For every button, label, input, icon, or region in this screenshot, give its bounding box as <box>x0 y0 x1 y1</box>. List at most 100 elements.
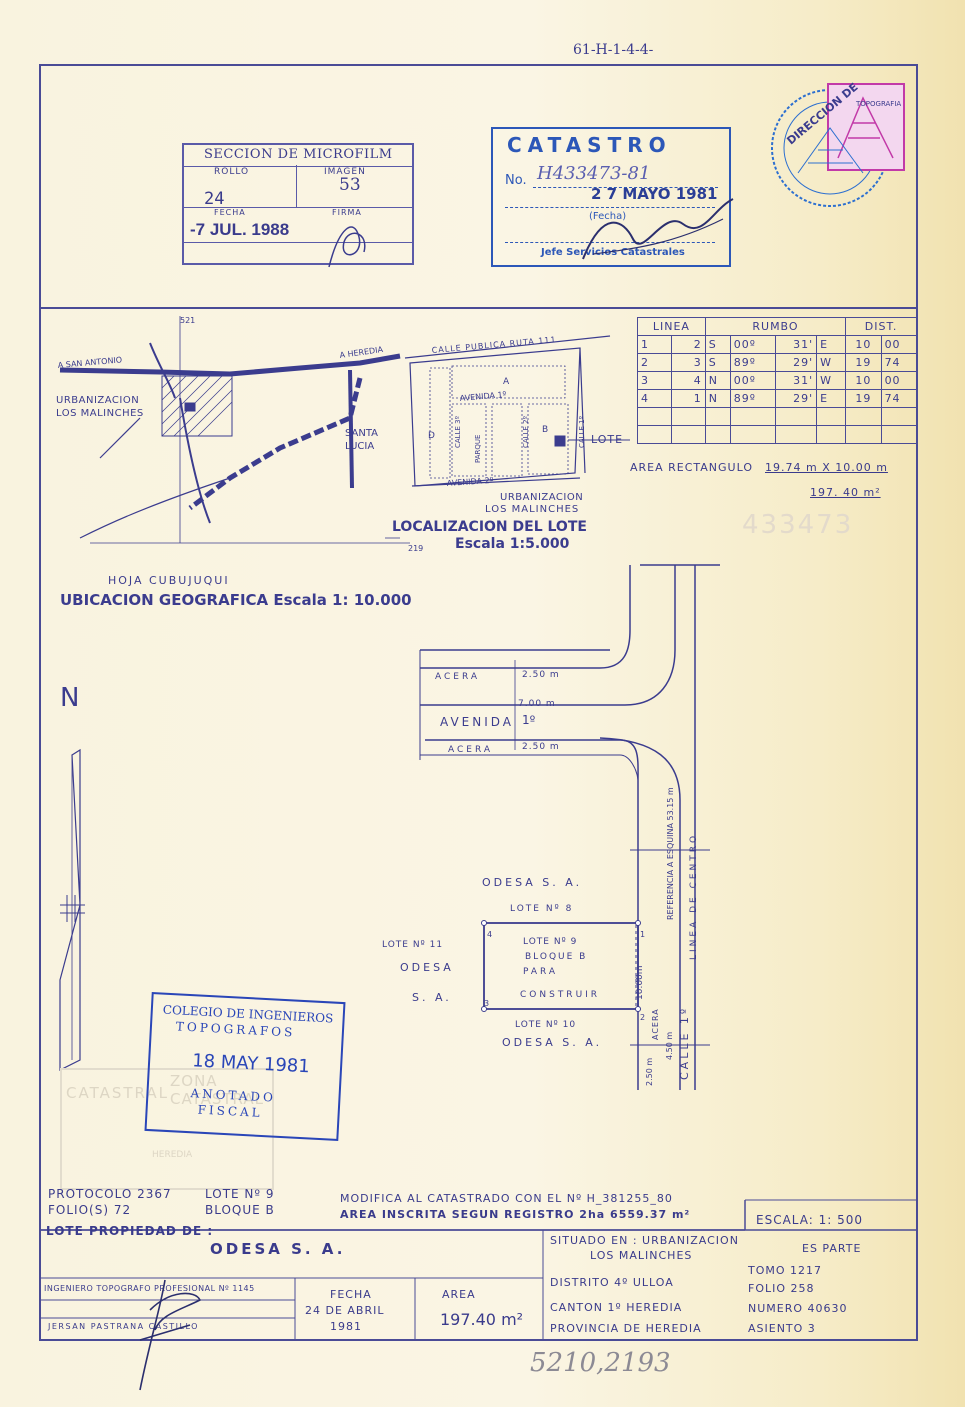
situado2: LOS MALINCHES <box>590 1249 693 1262</box>
odesa-top: ODESA S. A. <box>482 876 582 889</box>
rollo-value: 24 <box>204 189 225 209</box>
hoja-label: HOJA CUBUJUQUI <box>108 574 230 587</box>
cell: 00 <box>880 335 918 354</box>
sa-left: S. A. <box>412 991 452 1004</box>
fecha-footer-year: 1981 <box>330 1320 362 1333</box>
ubicacion-label: UBICACION GEOGRAFICA Escala 1: 10.000 <box>60 591 412 608</box>
owner: ODESA S. A. <box>210 1240 346 1258</box>
cell: 29' <box>774 389 818 408</box>
area-footer: 197.40 m² <box>440 1310 524 1329</box>
urb-bottom-2: LOS MALINCHES <box>485 504 579 515</box>
cell: 19 <box>845 389 882 408</box>
santa-lucia-1: SANTA <box>345 428 378 439</box>
round-stamp: DIRECCION DE TOPOGRAFIA <box>771 80 905 207</box>
cell: S <box>704 335 731 354</box>
area-inscrita: AREA INSCRITA SEGUN REGISTRO 2ha 6559.37… <box>340 1208 691 1221</box>
lot-plan: N ACERA 2.50 m 7.00 m AVENIDA 1º ACERA 2… <box>59 564 720 1090</box>
cell: 10 <box>845 335 882 354</box>
urb-left-2: LOS MALINCHES <box>56 408 144 419</box>
construir: CONSTRUIR <box>520 990 600 1000</box>
fecha-footer-label: FECHA <box>330 1288 372 1301</box>
table-row-empty <box>637 425 918 444</box>
block-d: D <box>428 431 435 441</box>
acera-top-dim: 2.50 m <box>522 670 560 680</box>
cell: 3 <box>637 371 672 390</box>
engineer-signature <box>139 1279 202 1391</box>
microfilm-date: -7 JUL. 1988 <box>190 220 290 239</box>
imagen-label: IMAGEN <box>324 167 366 177</box>
catastro-stamp: CATASTRO No. H433473-81 2 7 MAYO 1981 (F… <box>491 127 734 267</box>
calle-1: CALLE 1º <box>578 416 586 448</box>
cell: S <box>704 353 731 372</box>
cell: 2 <box>670 335 706 354</box>
referencia: REFERENCIA A ESQUINA 53.15 m <box>666 787 675 920</box>
lote-10: LOTE Nº 10 <box>515 1020 576 1030</box>
acera-top: ACERA <box>435 672 480 682</box>
provincia: PROVINCIA DE HEREDIA <box>550 1322 702 1335</box>
cell: 19 <box>845 353 882 372</box>
area-rect-total: 197. 40 m² <box>810 486 881 499</box>
para: PARA <box>523 967 558 977</box>
block-a: A <box>503 377 510 387</box>
lote-11: LOTE Nº 11 <box>382 940 443 950</box>
catastro-footer: Jefe Servicios Catastrales <box>541 247 685 258</box>
avenida-2: AVENIDA 2º <box>447 476 494 488</box>
dim-right: 10.00m <box>635 965 645 1000</box>
cell: 1 <box>637 335 672 354</box>
cell: 29' <box>774 353 818 372</box>
calle-3: CALLE 3º <box>454 416 462 448</box>
block-b: B <box>542 425 548 435</box>
header-rumbo: RUMBO <box>704 317 847 336</box>
ingeniero: INGENIERO TOPOGRAFO PROFESIONAL Nº 1145 <box>44 1284 255 1293</box>
avenida-1: AVENIDA 1º <box>459 390 507 403</box>
cell: 74 <box>880 353 918 372</box>
firma-label: FIRMA <box>332 208 362 217</box>
street-width: 7.00 m <box>518 699 556 709</box>
corner-3: 3 <box>484 999 489 1008</box>
urb-left-1: URBANIZACION <box>56 395 139 406</box>
asiento: ASIENTO 3 <box>748 1322 816 1335</box>
es-parte: ES PARTE <box>802 1242 862 1255</box>
cell: 4 <box>637 389 672 408</box>
acera-bottom: ACERA <box>448 745 493 755</box>
santa-lucia-2: LUCIA <box>345 441 374 452</box>
numero: NUMERO 40630 <box>748 1302 848 1315</box>
microfilm-title: SECCION DE MICROFILM <box>204 147 393 162</box>
calle-v-dim: 4.50 m <box>665 1032 674 1060</box>
header-linea: LINEA <box>637 317 706 336</box>
acera-bottom-dim: 2.50 m <box>522 742 560 752</box>
cell: E <box>816 389 847 408</box>
cell: W <box>816 371 847 390</box>
cell: 31' <box>774 335 818 354</box>
area-rect-value: 19.74 m X 10.00 m <box>765 461 888 474</box>
colegio-stamp: COLEGIO DE INGENIEROS TOPOGRAFOS 18 MAY … <box>144 992 346 1141</box>
location-sketch: 521 219 A SAN ANTONIO A HEREDIA URBANIZA… <box>56 316 630 608</box>
rollo-label: ROLLO <box>214 167 250 177</box>
cell: 00º <box>729 335 776 354</box>
microfilm-signature <box>328 226 366 268</box>
cell: 31' <box>774 371 818 390</box>
situado: SITUADO EN : URBANIZACION <box>550 1234 739 1247</box>
catastro-number: H433473-81 <box>537 163 651 184</box>
escala: ESCALA: 1: 500 <box>756 1213 863 1227</box>
linea-centro: LINEA DE CENTRO <box>689 833 699 960</box>
corner-1: 1 <box>640 930 645 939</box>
folio: FOLIO(S) 72 <box>48 1203 132 1217</box>
cell: 1 <box>670 389 706 408</box>
cell: 00 <box>880 371 918 390</box>
avenida-label: AVENIDA <box>440 715 514 729</box>
table-row-empty <box>637 407 918 426</box>
parque: PARQUE <box>474 435 482 463</box>
footer-lote: LOTE Nº 9 <box>205 1187 275 1201</box>
coord-top: 521 <box>180 316 195 325</box>
calle-v: CALLE 1º <box>678 1006 691 1080</box>
lote-propiedad: LOTE PROPIEDAD DE : <box>46 1224 214 1238</box>
cell: 10 <box>845 371 882 390</box>
north-label: N <box>60 683 79 713</box>
corner-4: 4 <box>487 930 492 939</box>
catastro-fecha-label: (Fecha) <box>589 211 627 222</box>
